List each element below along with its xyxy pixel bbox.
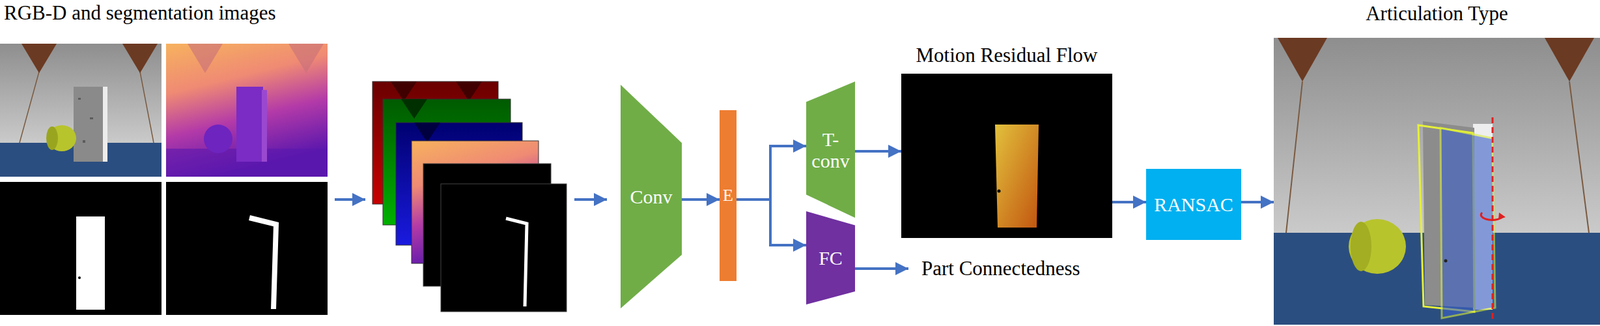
node-label: Part Connectedness: [921, 257, 1081, 280]
rgb-photo-part: [73, 86, 103, 162]
result-photo-part: [1286, 81, 1303, 233]
result-photo-part: [1350, 221, 1372, 271]
flow-arrow: [681, 197, 720, 201]
node-label: T-conv: [811, 128, 850, 172]
conv-encoder: Conv: [620, 84, 682, 309]
result-photo-part: [1569, 81, 1589, 233]
depth-image-part: [166, 43, 328, 177]
connection-mask: [166, 181, 328, 315]
flow-image-part: [995, 124, 1039, 228]
channel-stack: [372, 81, 567, 312]
node-label: RANSAC: [1153, 193, 1234, 215]
flow-panel: Motion Residual Flow: [901, 44, 1113, 238]
channel-stack-part: [390, 81, 417, 101]
flow-arrow: [574, 197, 607, 201]
ransac-box: RANSAC: [1146, 168, 1242, 240]
channel-stack-part: [440, 183, 567, 312]
trapezoid-fill: [806, 81, 856, 218]
node-label: RGB-D and segmentation images: [3, 1, 277, 25]
result-photo-part: [1498, 212, 1506, 220]
channel-stack-part: [414, 122, 441, 142]
rgb-photo-part: [140, 71, 154, 143]
flow-arrow: [736, 145, 807, 200]
fc-head: FC: [806, 210, 856, 305]
rgb-photo-part: [19, 71, 40, 143]
flow-arrow: [1241, 200, 1274, 204]
flow-arrow: [855, 149, 902, 153]
channel-stack-part: [401, 98, 428, 119]
tconv-decoder: T-conv: [806, 81, 856, 218]
part-mask-part: [76, 216, 105, 310]
rgb-photo-part: [21, 43, 57, 73]
output-text: Part Connectedness: [908, 255, 1098, 282]
rgb-photo-part: [46, 126, 58, 150]
flow-image: [901, 73, 1113, 238]
connection-mask-part: [166, 181, 328, 315]
result-photo-part: [1348, 218, 1406, 274]
channel-stack-part: [505, 218, 527, 307]
depth-image-part: [203, 124, 233, 154]
flow-arrow: [1112, 200, 1147, 204]
trapezoid-fill: [806, 210, 856, 305]
node-label: Articulation Type: [1365, 2, 1509, 25]
latent-box: E: [719, 110, 737, 281]
rgb-photo: [0, 43, 162, 177]
result-photo-part: [1277, 37, 1328, 82]
result-photo-part: [1444, 259, 1448, 263]
depth-image-part: [261, 89, 267, 162]
node-label: FC: [818, 246, 843, 269]
flow-arrow: [334, 197, 366, 201]
depth-image-part: [187, 43, 223, 73]
rgb-photo-part: [89, 117, 94, 120]
flow-arrow: [736, 199, 807, 245]
connection-mask-part: [249, 217, 277, 309]
depth-image: [166, 43, 328, 177]
result-photo: [1273, 37, 1600, 325]
rgb-photo-part: [82, 140, 86, 143]
part-mask: [0, 181, 162, 315]
part-mask-part: [78, 276, 81, 279]
rgb-photo-part: [122, 43, 158, 73]
trapezoid-fill: [620, 84, 682, 309]
result-panel: Articulation Type: [1273, 0, 1600, 325]
flow-image-part: [997, 189, 1001, 193]
result-photo-part: [1440, 127, 1496, 318]
result-photo-part: [1544, 37, 1595, 82]
rgb-photo-part: [78, 97, 81, 100]
flow-arrow: [855, 266, 909, 270]
channel-stack-part: [455, 81, 482, 101]
input-image-group: RGB-D and segmentation images: [0, 0, 328, 315]
node-label: Conv: [629, 185, 673, 208]
part-mask-part: [0, 181, 162, 315]
flow-image-part: [901, 73, 1113, 238]
node-label: Motion Residual Flow: [915, 44, 1098, 67]
node-label: E: [722, 186, 734, 206]
depth-image-part: [288, 43, 324, 73]
depth-image-part: [236, 86, 264, 162]
